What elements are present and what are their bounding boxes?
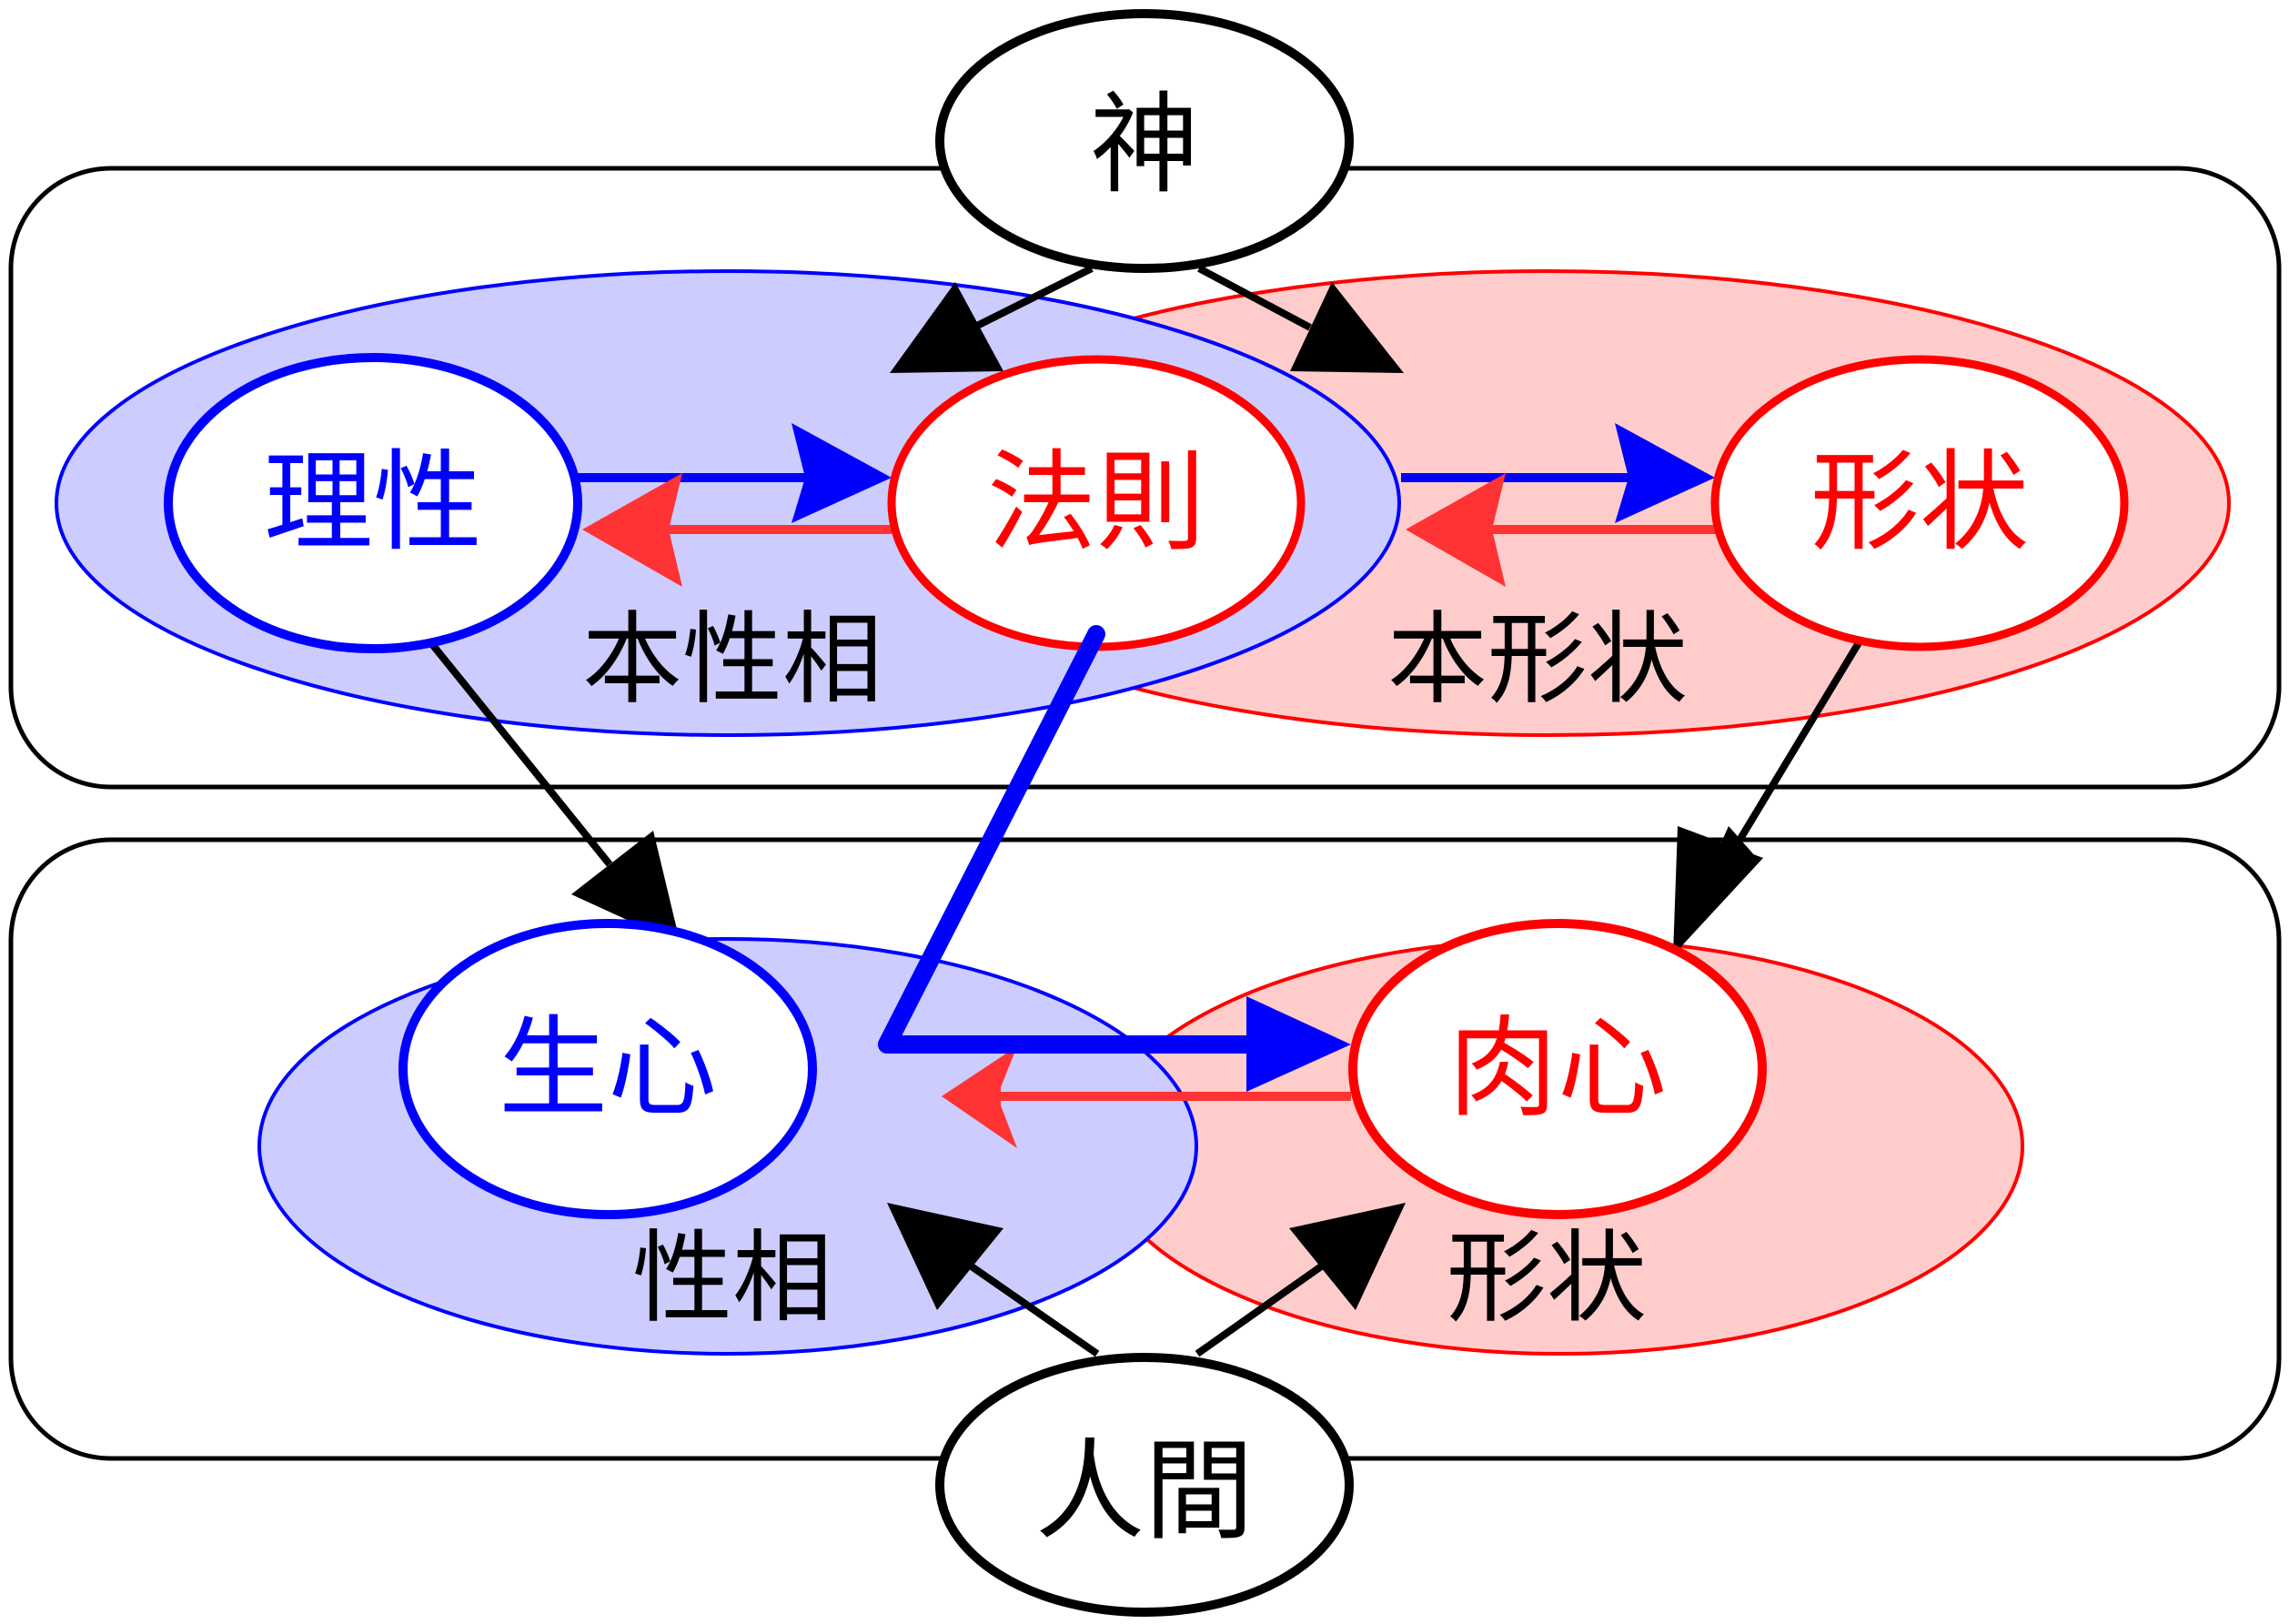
node-law[interactable]: 法則: [887, 355, 1306, 651]
node-reason[interactable]: 理性: [164, 353, 582, 653]
node-form-top[interactable]: 形状: [1710, 355, 2129, 651]
arrowhead-icon: [890, 282, 1003, 373]
node-flesh-mind[interactable]: 肉心: [1348, 919, 1767, 1219]
arrowhead-icon: [1406, 473, 1506, 587]
edge-reason-to-law: [575, 423, 892, 523]
node-reason-label: 理性: [264, 440, 482, 567]
edge-law-via-living-mind-overlay: [878, 625, 1265, 1054]
edge-god-to-original-sexual-character: [890, 265, 1094, 373]
node-human[interactable]: 人間: [935, 1353, 1354, 1617]
arrowhead-icon: [1290, 282, 1404, 373]
form-label: 形状: [1447, 1220, 1647, 1337]
edge-human-to-sexual-character: [887, 1203, 1100, 1357]
node-flesh-mind-label: 肉心: [1448, 1006, 1667, 1133]
arrowhead-icon: [887, 1203, 1003, 1310]
arrowhead-icon: [582, 473, 682, 587]
arrowhead-icon: [1289, 1203, 1406, 1310]
edge-original-sexual-character-to-form: [1401, 423, 1715, 523]
edge-god-to-original-form: [1197, 265, 1404, 373]
node-human-label: 人間: [1035, 1429, 1254, 1556]
edge-flesh-mind-to-living-mind: [942, 1046, 1351, 1148]
edge-law-to-reason: [582, 473, 892, 587]
arrowhead-icon: [571, 831, 681, 944]
arrowhead-icon: [1615, 423, 1715, 523]
original-sexual-character-label: 本性相: [582, 601, 882, 718]
node-living-mind-label: 生心: [499, 1006, 717, 1133]
node-law-label: 法則: [987, 440, 1205, 567]
sexual-character-label: 性相: [632, 1220, 832, 1337]
edge-form-to-original-sexual-character: [1406, 473, 1724, 587]
arrowhead-icon: [1246, 996, 1351, 1092]
arrowhead-icon: [792, 423, 892, 523]
node-god[interactable]: 神: [935, 9, 1354, 273]
arrowhead-icon: [942, 1046, 1017, 1148]
node-god-label: 神: [1090, 83, 1199, 209]
node-living-mind[interactable]: 生心: [398, 919, 817, 1219]
edge-reason-to-living-mind: [417, 627, 681, 944]
edge-human-to-form: [1195, 1203, 1406, 1357]
node-form-top-label: 形状: [1810, 440, 2029, 567]
original-form-label: 本形状: [1387, 601, 1688, 718]
edge-form-to-flesh-mind: [1669, 625, 1871, 958]
